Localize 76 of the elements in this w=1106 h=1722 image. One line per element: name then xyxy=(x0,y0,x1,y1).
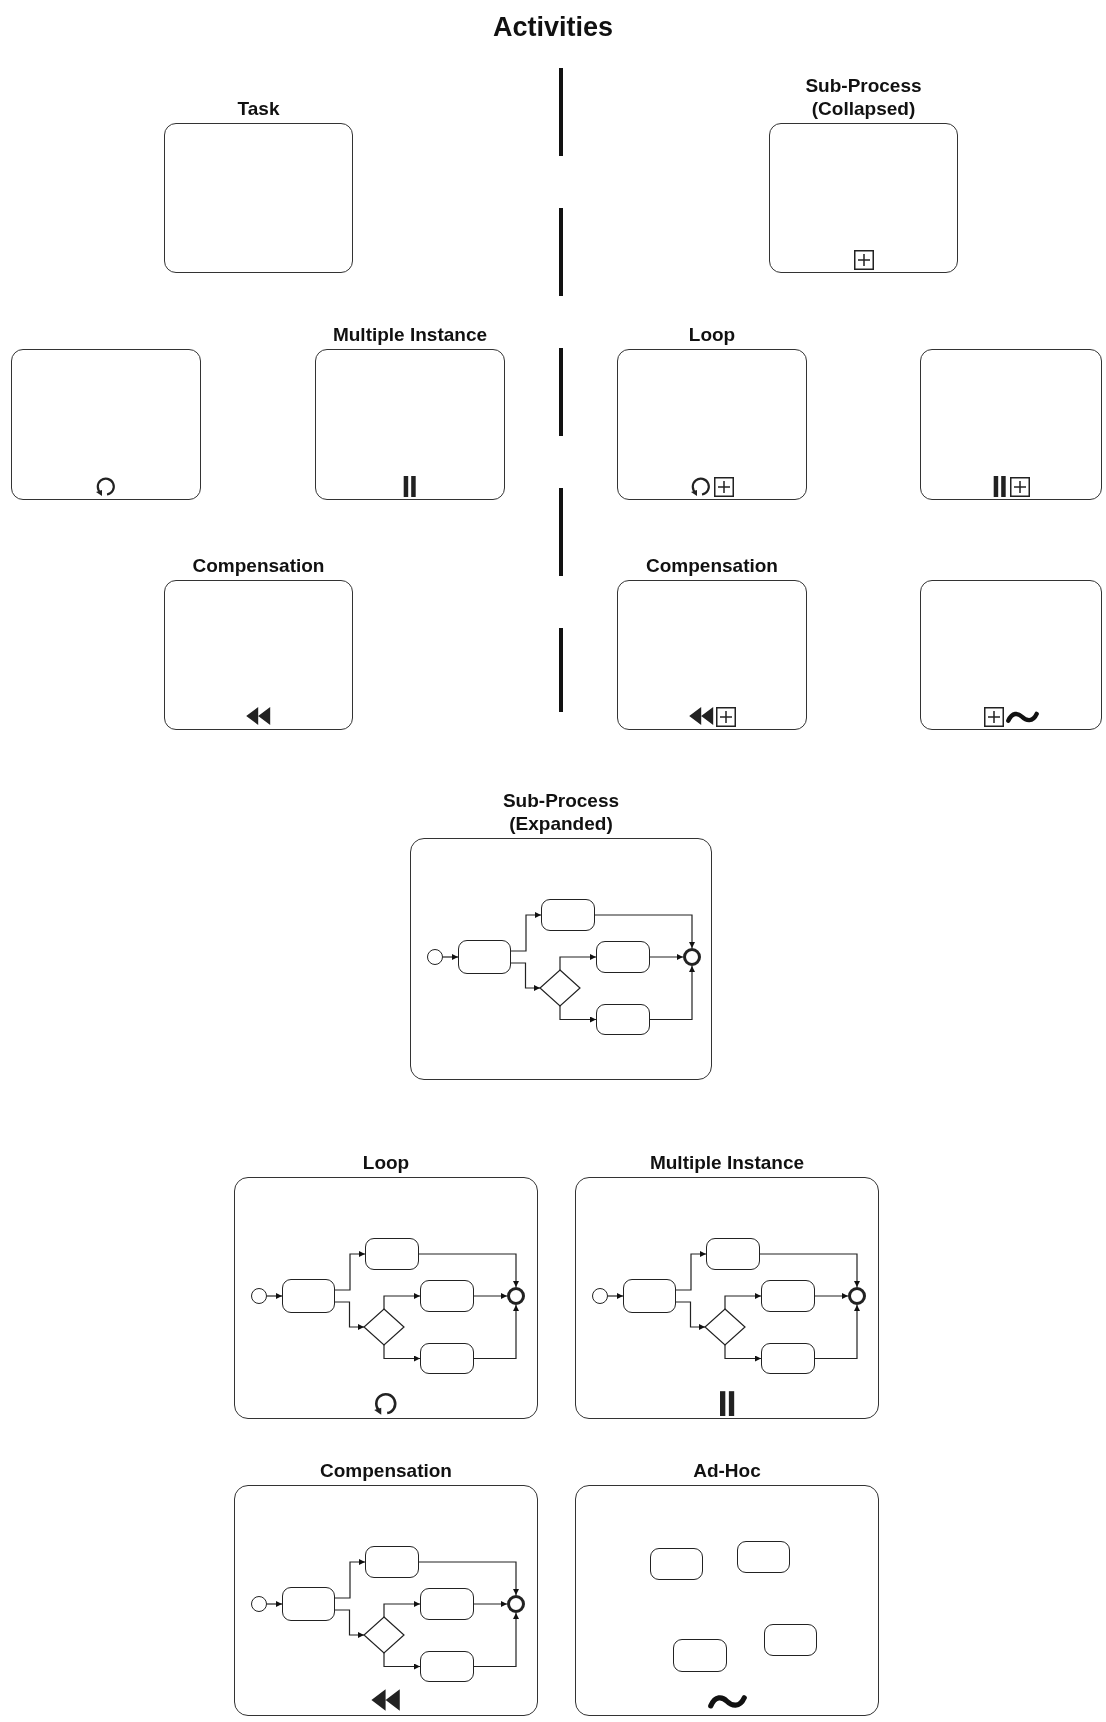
activity-heading: Compensation xyxy=(320,1460,452,1483)
sequence-flow-arrow xyxy=(266,1601,283,1607)
task-box xyxy=(458,940,511,974)
sequence-flow-arrow xyxy=(594,914,695,949)
end-event-circle xyxy=(683,948,701,966)
task-box xyxy=(764,1624,817,1656)
task-box xyxy=(365,1546,419,1578)
start-event-circle xyxy=(251,1288,267,1304)
task-box xyxy=(761,1280,815,1312)
sequence-flow-arrow xyxy=(334,1609,365,1638)
task-box xyxy=(420,1343,474,1374)
start-event-circle xyxy=(251,1596,267,1612)
activity-heading: Task xyxy=(237,98,280,121)
sequence-flow-arrow xyxy=(473,1293,508,1299)
activity-heading: Loop xyxy=(362,1152,410,1175)
sequence-flow-arrow xyxy=(607,1293,624,1299)
sequence-flow-arrow xyxy=(649,954,684,960)
sequence-flow-arrow xyxy=(383,1344,421,1362)
sequence-flow-arrow xyxy=(814,1293,849,1299)
sequence-flow-arrow xyxy=(675,1251,707,1291)
activity-heading: Compensation xyxy=(646,555,778,578)
sequence-flow-arrow xyxy=(724,1344,762,1362)
task-box xyxy=(673,1639,727,1672)
task-box xyxy=(420,1651,474,1682)
task-box xyxy=(282,1587,335,1621)
end-event-circle xyxy=(507,1595,525,1613)
task-box xyxy=(650,1548,703,1580)
sequence-flow-arrow xyxy=(383,1293,421,1310)
task-box xyxy=(420,1588,474,1620)
activity-heading: Compensation xyxy=(192,555,325,578)
diagram-title: Activities xyxy=(491,12,615,43)
activity-heading: Multiple Instance xyxy=(332,324,488,347)
task-box xyxy=(761,1343,815,1374)
task-box xyxy=(596,941,650,973)
sequence-flow-arrow xyxy=(334,1559,366,1599)
start-event-circle xyxy=(427,949,443,965)
activity-heading: Ad-Hoc xyxy=(693,1460,761,1483)
sequence-flow-arrow xyxy=(510,912,542,952)
task-box xyxy=(282,1279,335,1313)
sequence-flow-arrow xyxy=(334,1301,365,1330)
sequence-flow-arrow xyxy=(559,1005,597,1023)
sequence-flow-arrow xyxy=(814,1304,860,1360)
task-box xyxy=(737,1541,790,1573)
sequence-flow-arrow xyxy=(473,1601,508,1607)
sequence-flow-arrow xyxy=(383,1601,421,1618)
task-box xyxy=(596,1004,650,1035)
sequence-flow-arrow xyxy=(724,1293,762,1310)
task-box xyxy=(541,899,595,931)
sequence-flow-arrow xyxy=(559,954,597,971)
sequence-flow-arrow xyxy=(418,1561,519,1596)
activity-heading: Sub-Process (Collapsed) xyxy=(804,75,923,121)
activity-heading: Loop xyxy=(688,324,736,347)
gateway-diamond xyxy=(540,970,580,1006)
activity-heading: Sub-Process (Expanded) xyxy=(501,790,621,836)
sequence-flow-arrow xyxy=(649,965,695,1021)
sequence-flow-arrow xyxy=(473,1612,519,1668)
end-event-circle xyxy=(507,1287,525,1305)
activity-heading: Multiple Instance xyxy=(649,1152,805,1175)
sequence-flow-arrow xyxy=(266,1293,283,1299)
sequence-flow-arrow xyxy=(675,1301,706,1330)
sequence-flow-arrow xyxy=(759,1253,860,1288)
sequence-flow-arrow xyxy=(442,954,459,960)
gateway-diamond xyxy=(705,1309,745,1345)
start-event-circle xyxy=(592,1288,608,1304)
task-box xyxy=(365,1238,419,1270)
sequence-flow-arrow xyxy=(510,962,541,991)
gateway-diamond xyxy=(364,1309,404,1345)
task-box xyxy=(420,1280,474,1312)
end-event-circle xyxy=(848,1287,866,1305)
task-box xyxy=(623,1279,676,1313)
task-box xyxy=(706,1238,760,1270)
gateway-diamond xyxy=(364,1617,404,1653)
sequence-flow-arrow xyxy=(418,1253,519,1288)
sequence-flow-arrow xyxy=(383,1652,421,1670)
sequence-flow-arrow xyxy=(334,1251,366,1291)
sequence-flow-arrow xyxy=(473,1304,519,1360)
